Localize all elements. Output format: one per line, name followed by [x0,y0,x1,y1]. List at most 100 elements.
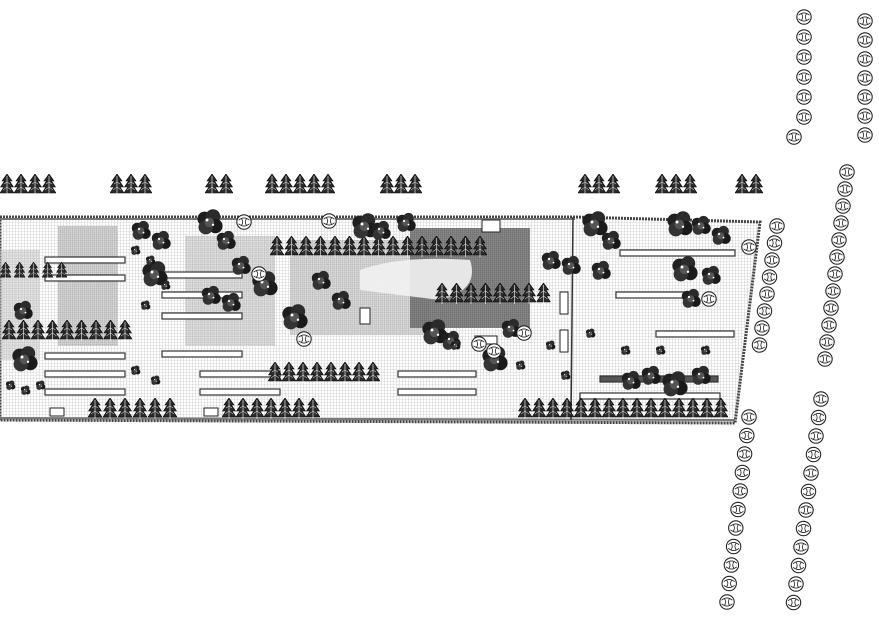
round-tree-outline-icon [857,51,873,67]
round-tree-outline-icon [813,391,829,407]
round-tree-outline-icon [759,286,775,302]
round-tree-outline-icon [805,446,822,463]
round-tree-outline-icon [796,109,812,125]
round-tree-outline-icon [823,300,839,316]
round-tree-outline-icon [817,351,833,367]
round-tree-outline-icon [835,198,851,214]
planter-strip [44,370,126,378]
planter-strip [44,352,126,360]
deciduous-tree-icon [145,255,156,265]
round-tree-outline-icon [839,164,855,180]
round-tree-outline-icon [796,29,812,45]
planter-strip [161,271,243,279]
conifer-tree-icon [578,174,592,196]
round-tree-outline-icon [810,409,827,426]
round-tree-outline-icon [732,483,748,499]
seating-blocks [49,219,569,417]
round-tree-outline-icon [730,501,746,518]
conifer-tree-icon [293,174,307,196]
planter-strip [44,274,126,282]
deciduous-tree-icon [691,365,711,385]
round-tree-outline-icon [764,252,780,268]
round-tree-outline-icon [766,235,783,251]
deciduous-tree-icon [331,290,351,310]
deciduous-tree-icon [655,345,666,355]
round-tree-outline-icon [754,320,770,336]
planter-strip [199,388,281,396]
deciduous-tree-icon [560,370,571,380]
round-tree-outline-icon [719,594,735,610]
deciduous-tree-icon [396,212,416,232]
deciduous-tree-icon [662,371,688,397]
deciduous-tree-icon [216,230,236,250]
deciduous-tree-icon [620,345,631,355]
planter-strips [44,249,736,400]
conifer-tree-icon [110,174,124,196]
round-tree-outline-icon [761,269,778,285]
round-tree-outline-icon [721,575,737,592]
round-tree-outline-icon [857,32,873,48]
conifer-tree-icon [380,174,394,196]
planter-strip [579,392,721,400]
deciduous-tree-icon [311,270,331,290]
round-tree-outline-icon [800,483,817,500]
deciduous-tree-icon [641,365,661,385]
round-tree-outline-icon [739,427,755,444]
round-tree-outline-icon [857,13,873,29]
round-tree-outline-icon [796,69,812,85]
deciduous-tree-icon [591,260,611,280]
deciduous-tree-icon [545,340,556,350]
round-tree-outline-icon [785,594,802,611]
deciduous-tree-icon [667,211,693,237]
planter-strip [397,370,477,378]
conifer-tree-icon [14,174,28,196]
round-tree-outline-icon [831,232,847,248]
deciduous-tree-icon [282,304,308,330]
round-tree-outline-icon [296,331,312,347]
deciduous-tree-icon [13,300,33,320]
deciduous-tree-icon [672,256,698,282]
round-tree-outline-icon [796,49,812,65]
round-tree-outline-icon [486,343,502,359]
conifer-tree-icon [28,174,42,196]
deciduous-tree-icon [140,300,151,310]
deciduous-tree-icon [541,250,561,270]
deciduous-tree-icon [700,345,711,355]
planter-strip [44,256,126,264]
deciduous-tree-icon [12,346,38,372]
round-tree-outline-icon [723,557,740,573]
conifer-tree-icon [669,174,683,196]
round-tree-outline-icon [736,446,753,462]
bench [481,219,501,233]
conifer-tree-icon [749,174,763,196]
conifer-tree-icon [219,174,233,196]
conifer-tree-icon [683,174,697,196]
round-tree-outline-icon [857,108,873,124]
deciduous-tree-icon [585,328,596,338]
deciduous-tree-icon [450,340,461,350]
deciduous-tree-icon [691,215,711,235]
deciduous-tree-icon [201,285,221,305]
round-tree-outline-icon [728,520,744,536]
round-tree-outline-icon [796,9,812,25]
conifer-tree-icon [321,174,335,196]
planter-strip [199,370,281,378]
conifer-tree-icon [394,174,408,196]
planter-strip [619,249,736,257]
deciduous-tree-icon [701,265,721,285]
planter-strip [161,350,243,358]
deciduous-tree-icon [221,292,241,312]
planter-strip [161,312,243,320]
bench [203,407,219,417]
conifer-tree-icon [205,174,219,196]
round-tree-outline-icon [788,576,804,592]
deciduous-tree-icon [197,209,223,235]
deciduous-tree-icon [5,380,16,390]
round-tree-outline-icon [857,89,873,105]
deciduous-tree-icon [35,380,46,390]
conifer-tree-icon [0,174,14,196]
round-tree-outline-icon [857,70,873,86]
round-tree-outline-icon [829,249,845,265]
conifer-tree-icon [138,174,152,196]
